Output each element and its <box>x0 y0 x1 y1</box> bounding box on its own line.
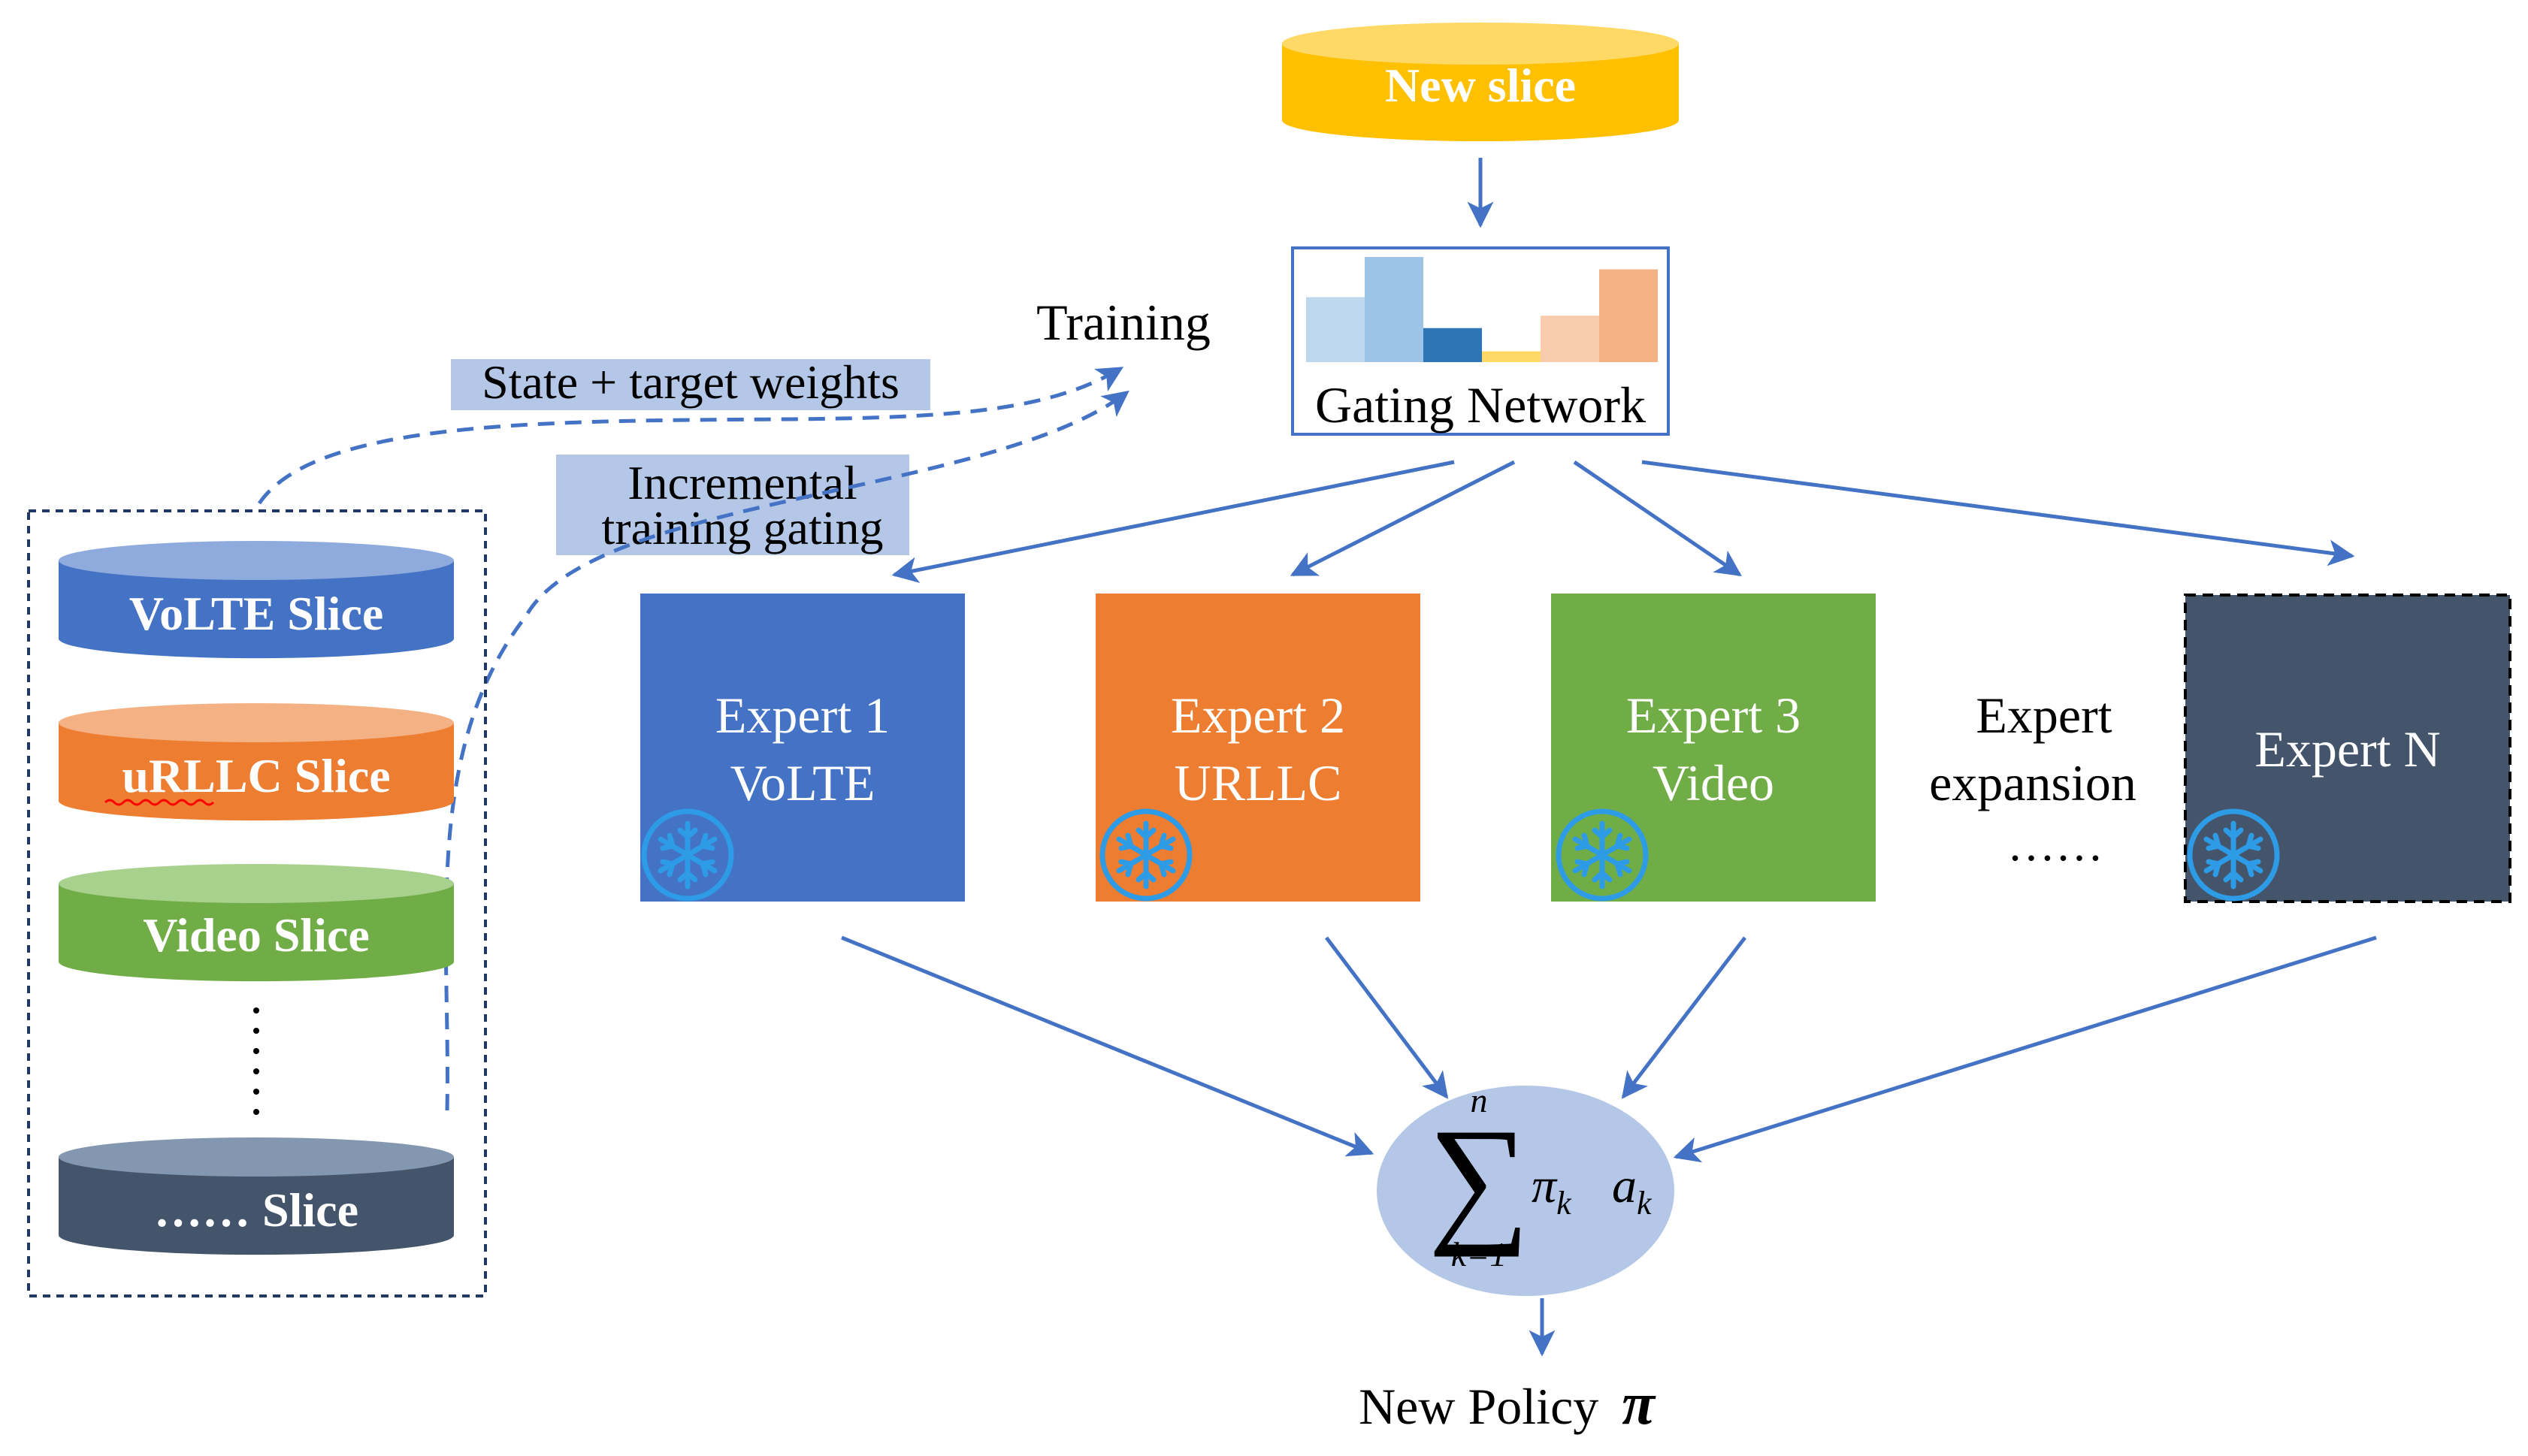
arrow-expertN-to-sum <box>1673 935 2377 1163</box>
expert-expansion-dots: …… <box>2007 817 2103 871</box>
pi-symbol: π <box>1532 1158 1558 1213</box>
gating-network-box: Gating Network <box>1291 246 1670 436</box>
incremental-highlight <box>556 455 909 555</box>
new-slice-label: New slice <box>1385 59 1576 112</box>
expert-2-box: Expert 2 URLLC <box>1096 594 1420 902</box>
incremental-line1: Incremental <box>627 456 857 509</box>
pi-subscript: k <box>1556 1185 1572 1222</box>
video-slice-label: Video Slice <box>143 908 370 962</box>
sigma-symbol: ∑ <box>1428 1100 1529 1258</box>
gating-bar <box>1541 316 1599 362</box>
gating-bar-chart <box>1306 257 1658 362</box>
arrow-gating-to-expert2 <box>1290 460 1516 577</box>
other-slice-cylinder: …… Slice <box>59 1137 454 1255</box>
arrow-expert3-to-sum <box>1621 936 1746 1099</box>
gating-bar <box>1423 328 1482 362</box>
expert-3-title: Expert 3 <box>1626 687 1801 744</box>
volte-slice-cylinder: VoLTE Slice <box>59 541 454 659</box>
expert-1-subtitle: VoLTE <box>730 754 875 811</box>
arrow-expert2-to-sum <box>1325 936 1449 1099</box>
volte-slice-label: VoLTE Slice <box>129 587 384 640</box>
a-k-term: ak <box>1612 1158 1653 1222</box>
arrow-expert1-to-sum <box>841 935 1374 1157</box>
dashed-arrow-incremental <box>443 390 1129 1111</box>
video-slice-cylinder: Video Slice <box>59 864 454 982</box>
gating-network-label: Gating Network <box>1315 376 1646 433</box>
expert-expansion-line2: expansion <box>1929 754 2136 811</box>
new-slice-cylinder: New slice <box>1282 23 1679 141</box>
gating-bar <box>1365 257 1423 362</box>
arrow-gating-to-expert1 <box>891 460 1455 583</box>
new-policy-text: New Policy <box>1359 1378 1598 1435</box>
expert-n-title: Expert N <box>2254 720 2440 778</box>
sum-upper-limit: n <box>1471 1081 1488 1119</box>
expert-1-title: Expert 1 <box>715 687 890 744</box>
weighted-sum-node: n ∑ k=1 πk ak <box>1377 1081 1674 1296</box>
expert-n-box: Expert N <box>2184 594 2511 903</box>
urllc-slice-label: uRLLC Slice <box>122 749 390 802</box>
arrow-gating-to-expertN <box>1641 460 2355 566</box>
dashed-arrow-state-weights <box>257 366 1124 505</box>
incremental-line2: training gating <box>601 501 883 554</box>
gating-bar <box>1306 297 1365 362</box>
expert-3-subtitle: Video <box>1653 754 1774 811</box>
expert-3-box: Expert 3 Video <box>1551 594 1876 902</box>
new-policy-symbol: π <box>1622 1371 1656 1437</box>
training-label: Training <box>1036 294 1211 351</box>
spellcheck-underline <box>104 799 215 806</box>
sum-lower-limit: k=1 <box>1451 1235 1507 1273</box>
arrow-gating-to-expert3 <box>1573 460 1742 577</box>
gating-bar <box>1599 269 1658 362</box>
expert-2-subtitle: URLLC <box>1175 754 1342 811</box>
a-subscript: k <box>1637 1185 1653 1222</box>
expert-2-title: Expert 2 <box>1171 687 1345 744</box>
expert-1-box: Expert 1 VoLTE <box>640 594 965 902</box>
expert-expansion-line1: Expert <box>1976 687 2112 744</box>
state-weights-label: State + target weights <box>482 355 900 409</box>
new-policy-label: New Policy π <box>1359 1371 1656 1437</box>
urllc-slice-cylinder: uRLLC Slice <box>59 703 454 821</box>
a-symbol: a <box>1612 1158 1637 1213</box>
slices-ellipsis-dots <box>253 1007 259 1115</box>
state-weights-highlight <box>451 359 930 410</box>
pi-k-term: πk <box>1532 1158 1572 1222</box>
other-slice-label: …… Slice <box>154 1183 358 1237</box>
gating-bar <box>1482 351 1541 362</box>
